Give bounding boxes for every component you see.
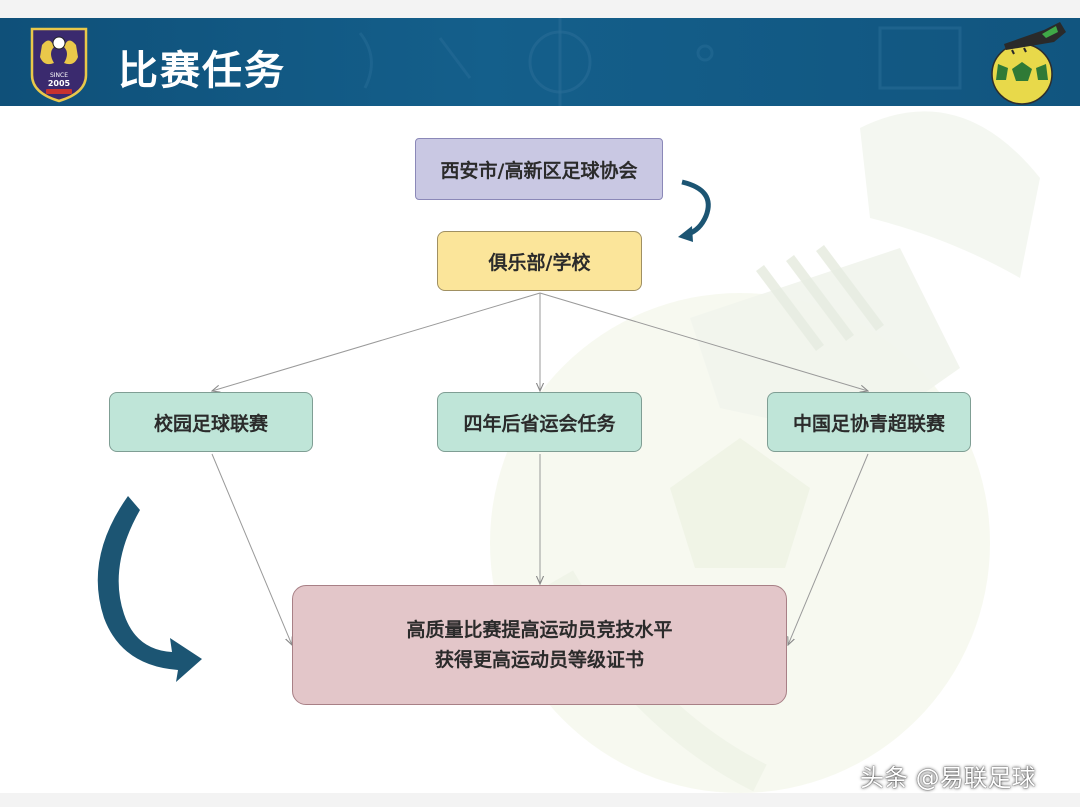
curved-arrow-large-icon <box>97 496 202 682</box>
goal-text-line1: 高质量比赛提高运动员竞技水平 <box>406 619 673 641</box>
connector-club-campus <box>212 292 541 391</box>
node-campus-league: 校园足球联赛 <box>109 392 313 452</box>
curved-arrow-small-head <box>678 226 693 242</box>
goal-text-line2: 获得更高运动员等级证书 <box>434 649 644 671</box>
header-bar: SINCE 2005 比赛任务 <box>0 18 1080 106</box>
club-crest-icon: SINCE 2005 <box>30 27 88 103</box>
connector-club-super <box>539 292 868 391</box>
header-pitch-decoration <box>358 18 962 106</box>
curved-arrow-small-icon <box>681 179 711 237</box>
slide-title: 比赛任务 <box>118 48 286 94</box>
slide: SINCE 2005 比赛任务 <box>0 18 1080 793</box>
node-goal: 高质量比赛提高运动员竞技水平 获得更高运动员等级证书 <box>292 585 787 705</box>
diagram-connectors <box>97 179 1080 682</box>
svg-text:SINCE: SINCE <box>50 72 68 79</box>
node-youth-super-league: 中国足协青超联赛 <box>767 392 971 452</box>
connector-super-goal <box>788 453 869 645</box>
node-provincial-games-task: 四年后省运会任务 <box>437 392 642 452</box>
node-football-association: 西安市/高新区足球协会 <box>415 138 663 200</box>
watermark-text: 头条 @易联足球 <box>860 764 1036 792</box>
node-club-school: 俱乐部/学校 <box>437 231 642 291</box>
connector-campus-goal <box>211 453 292 645</box>
football-boot-icon <box>991 22 1066 105</box>
svg-text:2005: 2005 <box>48 79 71 88</box>
